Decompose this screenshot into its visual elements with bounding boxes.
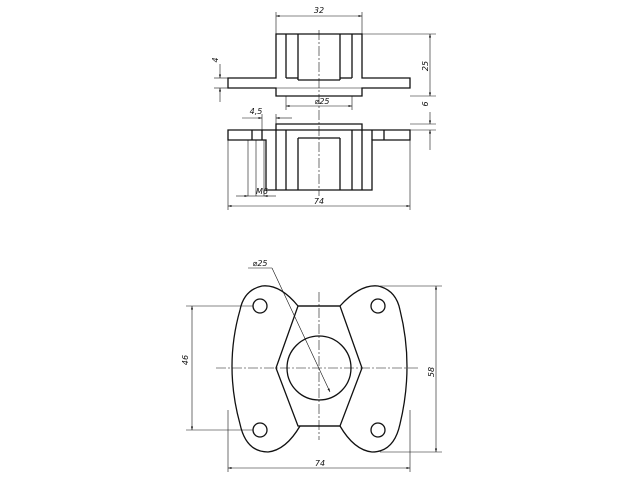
svg-text:4: 4 <box>211 57 220 62</box>
svg-text:⌀25: ⌀25 <box>253 259 268 268</box>
bolt-hole-top-left <box>252 298 268 314</box>
bolt-hole-bottom-right <box>370 422 386 438</box>
dimension-46: 46 <box>181 305 253 431</box>
dimension-74-top: 74 <box>227 140 411 210</box>
svg-text:32: 32 <box>314 6 324 15</box>
svg-text:4,5: 4,5 <box>250 107 263 116</box>
bolt-hole-top-right <box>370 298 386 314</box>
plan-outer-contour <box>231 285 408 453</box>
dimension-hole-25: ⌀25 <box>248 259 331 393</box>
front-view: 32 25 6 4 ⌀25 <box>211 6 436 210</box>
dimension-6: 6 <box>410 101 436 150</box>
dimension-bore-25: ⌀25 <box>285 96 353 110</box>
dimension-4-5: 4,5 <box>242 107 292 130</box>
plan-view: ⌀25 46 58 74 <box>181 259 442 472</box>
bolt-hole-bottom-left <box>252 422 268 438</box>
dimension-m6: M6 <box>236 187 276 198</box>
svg-text:6: 6 <box>421 101 430 106</box>
svg-text:74: 74 <box>315 459 325 468</box>
dimension-58: 58 <box>380 285 442 453</box>
dimension-32: 32 <box>275 6 363 34</box>
dimension-25-height: 25 <box>362 33 436 97</box>
svg-text:⌀25: ⌀25 <box>315 97 330 106</box>
svg-text:46: 46 <box>181 355 190 365</box>
lower-part-inner-lines <box>247 129 385 196</box>
dimension-74-bottom: 74 <box>227 410 411 472</box>
svg-text:25: 25 <box>421 61 430 71</box>
dimension-4: 4 <box>211 57 228 102</box>
svg-text:74: 74 <box>314 197 324 206</box>
svg-text:58: 58 <box>427 367 436 377</box>
svg-text:M6: M6 <box>256 187 268 196</box>
